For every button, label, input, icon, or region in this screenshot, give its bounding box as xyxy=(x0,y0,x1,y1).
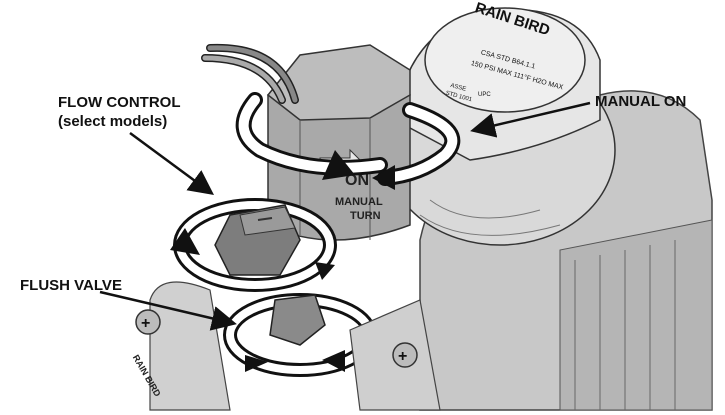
flush-valve-label: FLUSH VALVE xyxy=(20,277,122,294)
dial-on-label: ON xyxy=(345,172,369,189)
manual-on-label: MANUAL ON xyxy=(595,93,687,110)
flow-control-label: FLOW CONTROL xyxy=(58,94,181,111)
solenoid-wires xyxy=(201,43,299,104)
flow-control-leader xyxy=(129,131,215,195)
flush-valve-knob xyxy=(223,293,377,377)
screw-plus-right: + xyxy=(398,348,407,365)
cap-upc: UPC xyxy=(478,92,491,98)
manual-on-leader xyxy=(470,101,591,138)
flow-control-knob xyxy=(170,198,337,292)
manual-on-rotation-arrow xyxy=(235,92,461,190)
dial-turn-label: TURN xyxy=(350,210,381,222)
flow-control-note: (select models) xyxy=(58,113,168,130)
cap-asse: ASSE xyxy=(450,83,467,93)
bonnet-cap: RAIN BIRD CSA STD B64.1.1 150 PSI MAX 11… xyxy=(384,0,616,246)
leader-lines xyxy=(99,101,591,331)
flush-valve-leader xyxy=(99,290,237,331)
screw-plus-left: + xyxy=(141,315,150,332)
dial-manual-label: MANUAL xyxy=(335,196,383,208)
